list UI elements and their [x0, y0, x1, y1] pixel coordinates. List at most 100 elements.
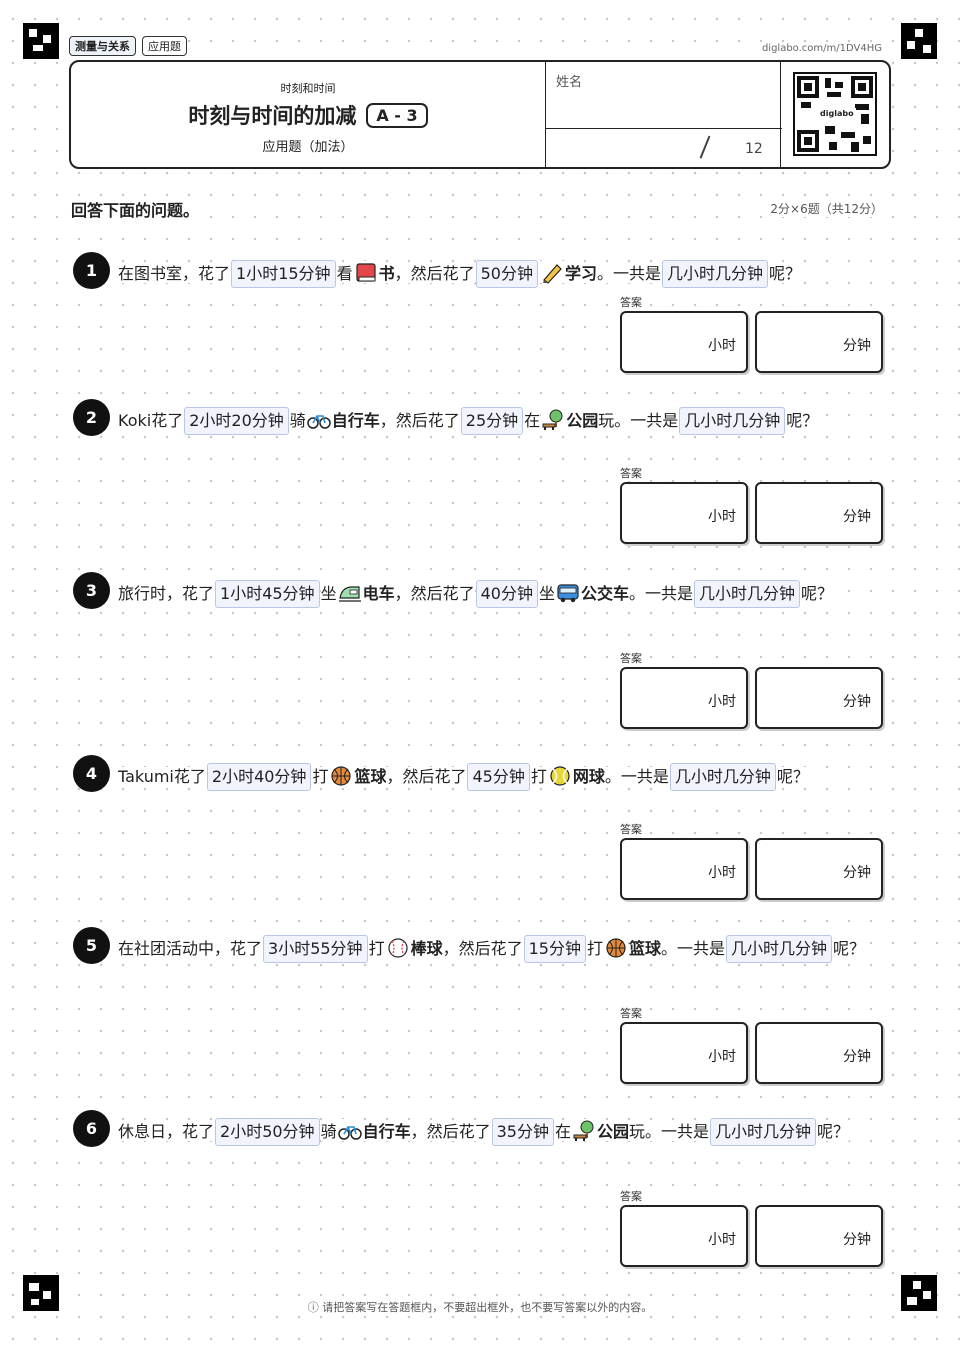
highlighted-quantity: 35分钟 — [491, 1118, 554, 1146]
activity-keyword: 公园 — [566, 411, 599, 430]
worksheet-header: 时刻和时间 时刻与时间的加减 A - 3 应用题（加法） 姓名 12 — [69, 60, 891, 169]
question-text-segment: ，然后花了 — [394, 264, 475, 283]
highlighted-quantity: 几小时几分钟 — [710, 1118, 817, 1146]
qr-area: diglabo — [780, 62, 889, 167]
answer-label: 答案 — [620, 1188, 642, 1204]
highlighted-quantity: 几小时几分钟 — [662, 260, 769, 288]
corner-marker-bottom-left — [23, 1275, 59, 1311]
unit-label-minutes: 分钟 — [843, 509, 871, 525]
highlighted-quantity: 2小时20分钟 — [184, 407, 289, 435]
footer-text: ⓘ 请把答案写在答题框内，不要超出框外，也不要写答案以外的内容。 — [304, 1301, 656, 1314]
answer-box-hours[interactable]: 小时 — [620, 667, 748, 729]
question-text-segment: 打 — [368, 939, 385, 958]
question-text-segment: 玩。一共是 — [598, 411, 679, 430]
book-icon — [353, 261, 378, 283]
question-number: 2 — [73, 399, 110, 436]
question-text-segment: 呢？ — [801, 584, 834, 603]
question-text-segment: 。一共是 — [629, 584, 694, 603]
activity-keyword: 书 — [378, 264, 395, 283]
unit-label-hours: 小时 — [708, 865, 736, 881]
baseball-icon — [385, 936, 410, 958]
unit-label-minutes: 分钟 — [843, 1232, 871, 1248]
worksheet-url: diglabo.com/m/1DV4HG — [761, 43, 882, 54]
question-text-segment: 。一共是 — [604, 767, 669, 786]
highlighted-quantity: 1小时15分钟 — [231, 260, 336, 288]
footer-note: ⓘ 请把答案写在答题框内，不要超出框外，也不要写答案以外的内容。 — [0, 1299, 960, 1315]
question-text-segment: ，然后花了 — [379, 411, 460, 430]
score-total: 12 — [745, 141, 763, 157]
name-field[interactable]: 姓名 — [546, 62, 782, 129]
activity-keyword: 学习 — [564, 264, 597, 283]
question-text-segment: 打 — [312, 767, 329, 786]
park-icon — [541, 408, 566, 430]
highlighted-quantity: 3小时55分钟 — [263, 935, 368, 963]
score-field[interactable]: 12 — [546, 129, 782, 167]
question-text-segment: 打 — [586, 939, 603, 958]
question-number: 6 — [73, 1110, 110, 1147]
tennis-ball-icon — [547, 764, 572, 786]
answer-box-minutes[interactable]: 分钟 — [755, 838, 883, 900]
question-text-segment: Koki花了 — [118, 411, 184, 430]
instruction: 回答下面的问题。 — [69, 197, 202, 221]
activity-keyword: 自行车 — [362, 1122, 411, 1141]
activity-keyword: 篮球 — [354, 767, 387, 786]
answer-box-minutes[interactable]: 分钟 — [755, 1205, 883, 1267]
answer-label: 答案 — [620, 821, 642, 837]
highlighted-quantity: 45分钟 — [467, 763, 530, 791]
pencil-icon — [539, 261, 564, 284]
question-text-segment: 在图书室，花了 — [118, 264, 231, 283]
question-number: 1 — [73, 252, 110, 289]
question-number: 4 — [73, 755, 110, 792]
qr-label: diglabo — [818, 108, 856, 119]
unit-label-hours: 小时 — [708, 509, 736, 525]
answer-box-minutes[interactable]: 分钟 — [755, 667, 883, 729]
highlighted-quantity: 几小时几分钟 — [679, 407, 786, 435]
answer-box-minutes[interactable]: 分钟 — [755, 1022, 883, 1084]
question-number: 5 — [73, 927, 110, 964]
question-text-segment: 休息日，花了 — [118, 1122, 215, 1141]
answer-box-minutes[interactable]: 分钟 — [755, 482, 883, 544]
answer-label: 答案 — [620, 465, 642, 481]
question-text-segment: 呢？ — [833, 939, 866, 958]
question-text-segment: 打 — [530, 767, 547, 786]
qr-code-icon: diglabo — [793, 72, 877, 156]
activity-keyword: 自行车 — [331, 411, 380, 430]
unit-label-hours: 小时 — [708, 1049, 736, 1065]
answer-box-hours[interactable]: 小时 — [620, 838, 748, 900]
question-text-segment: 坐 — [538, 584, 555, 603]
question-text-segment: 在 — [524, 411, 541, 430]
unit-label-hours: 小时 — [708, 1232, 736, 1248]
activity-keyword: 棒球 — [410, 939, 443, 958]
answer-box-hours[interactable]: 小时 — [620, 311, 748, 373]
score-slash — [699, 135, 710, 159]
question-text-segment: 呢？ — [817, 1122, 850, 1141]
highlighted-quantity: 2小时50分钟 — [215, 1118, 320, 1146]
bus-icon — [556, 581, 580, 603]
question-text-segment: 骑 — [320, 1122, 337, 1141]
activity-keyword: 网球 — [572, 767, 605, 786]
question-text-segment: 坐 — [320, 584, 337, 603]
bicycle-icon — [306, 408, 331, 430]
answer-box-hours[interactable]: 小时 — [620, 1022, 748, 1084]
question-text-segment: 呢？ — [776, 767, 809, 786]
highlighted-quantity: 50分钟 — [475, 260, 538, 288]
unit-label-minutes: 分钟 — [843, 338, 871, 354]
answer-box-hours[interactable]: 小时 — [620, 482, 748, 544]
unit-label-hours: 小时 — [708, 694, 736, 710]
highlighted-quantity: 几小时几分钟 — [694, 580, 801, 608]
answer-label: 答案 — [620, 650, 642, 666]
answer-box-hours[interactable]: 小时 — [620, 1205, 748, 1267]
corner-marker-top-left — [23, 23, 59, 59]
activity-keyword: 篮球 — [629, 939, 662, 958]
unit-label-minutes: 分钟 — [843, 865, 871, 881]
corner-marker-top-right — [901, 23, 937, 59]
basketball-icon — [329, 764, 354, 786]
subtitle: 应用题（加法） — [262, 140, 354, 155]
answer-box-minutes[interactable]: 分钟 — [755, 311, 883, 373]
unit-label-hours: 小时 — [708, 338, 736, 354]
unit-label-minutes: 分钟 — [843, 694, 871, 710]
